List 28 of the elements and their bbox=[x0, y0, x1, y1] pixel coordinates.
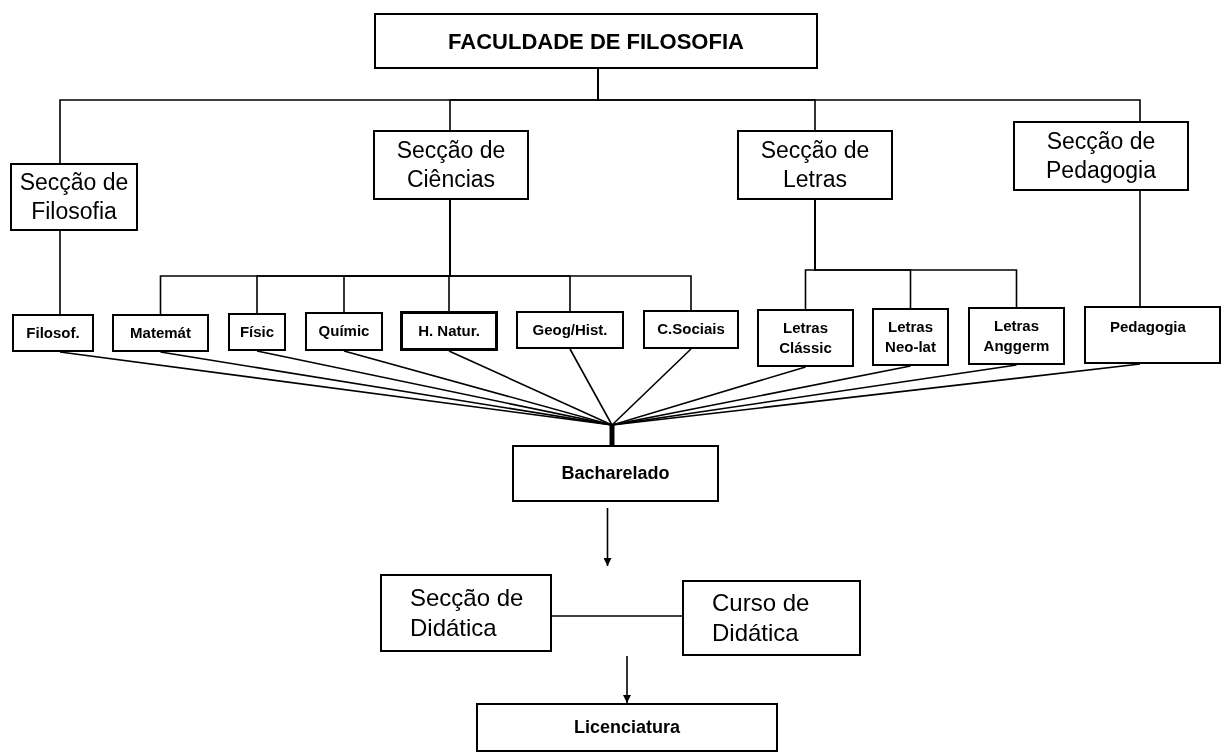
degree-box: Licenciatura bbox=[476, 703, 778, 752]
course-box: Químic bbox=[305, 312, 383, 351]
course-box: Letras Neo-lat bbox=[872, 308, 949, 366]
section-box: Secção de Pedagogia bbox=[1013, 121, 1189, 191]
course-box: Geog/Hist. bbox=[516, 311, 624, 349]
connector-line bbox=[1139, 190, 1141, 307]
connector-line bbox=[59, 230, 61, 315]
connector-line bbox=[603, 507, 612, 567]
course-box: Pedagogia bbox=[1084, 306, 1221, 364]
course-box: Filosof. bbox=[12, 314, 94, 352]
connector-line bbox=[449, 199, 692, 311]
didactics-box: Curso de Didática bbox=[682, 580, 861, 656]
connector-line bbox=[551, 615, 683, 617]
course-box: Físic bbox=[228, 313, 286, 351]
section-box: Secção de Letras bbox=[737, 130, 893, 200]
section-box: Secção de Filosofia bbox=[10, 163, 138, 231]
connector-line bbox=[814, 199, 1018, 308]
course-box: Letras Anggerm bbox=[968, 307, 1065, 365]
course-box: C.Sociais bbox=[643, 310, 739, 349]
course-box: Matemát bbox=[112, 314, 209, 352]
merge-stub bbox=[609, 425, 615, 445]
course-box: Letras Clássic bbox=[757, 309, 854, 367]
course-box: H. Natur. bbox=[400, 311, 498, 351]
connector-line bbox=[623, 655, 631, 704]
didactics-box: Secção de Didática bbox=[380, 574, 552, 652]
faculty-box: FACULDADE DE FILOSOFIA bbox=[374, 13, 818, 69]
section-box: Secção de Ciências bbox=[373, 130, 529, 200]
degree-box: Bacharelado bbox=[512, 445, 719, 502]
